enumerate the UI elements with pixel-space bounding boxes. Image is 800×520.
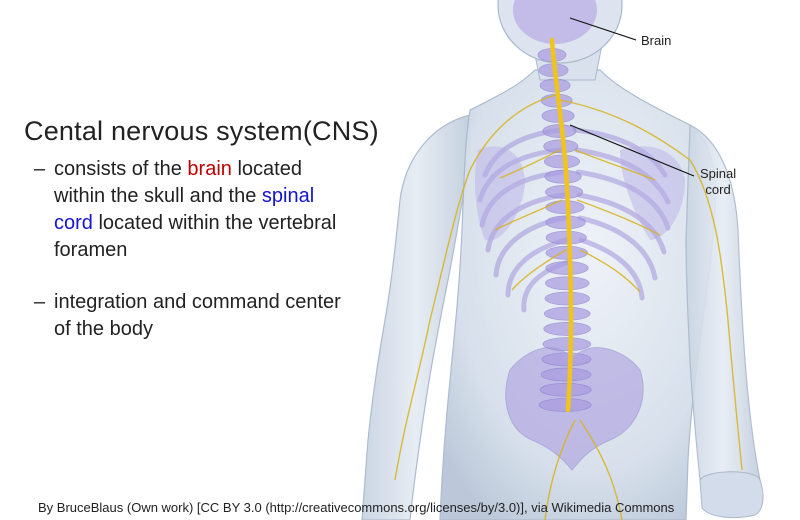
- bullet-dash: –: [34, 158, 46, 180]
- scapula-right: [620, 146, 685, 240]
- vertebra: [544, 169, 582, 184]
- vertebra: [545, 261, 589, 275]
- spinal-cord-label-line2: cord: [705, 182, 731, 197]
- bullet-cns-composition: – consists of the brain located within t…: [34, 156, 364, 266]
- vertebra: [545, 245, 588, 260]
- spinal-cord-leader-line: [569, 124, 695, 177]
- bullet-text-start: consists of the: [54, 158, 188, 180]
- bullet-dash: –: [34, 291, 46, 313]
- spinal-cord-highlight: spinal cord: [54, 185, 315, 234]
- brain-shape: [513, 0, 597, 44]
- vertebra: [541, 352, 592, 367]
- vertebra: [543, 322, 591, 336]
- brain-label: Brain: [641, 33, 672, 48]
- spinal-cord: [549, 37, 574, 413]
- scapula-left: [474, 146, 525, 241]
- spinal-cord-label-line1: Spinal: [700, 166, 737, 181]
- vertebra: [539, 382, 592, 397]
- image-credit: By BruceBlaus (Own work) [CC BY 3.0 (htt…: [38, 500, 675, 515]
- vertebra: [545, 215, 586, 230]
- left-arm: [361, 114, 471, 520]
- vertebra: [543, 139, 579, 154]
- bullet-cns-function: – integration and command center of the …: [34, 289, 364, 345]
- brain-highlight: brain: [187, 158, 232, 180]
- vertebral-column: [537, 48, 592, 412]
- right-arm: [685, 124, 761, 481]
- bullet-text: consists of the brain located within the…: [54, 156, 354, 264]
- vertebra: [545, 230, 587, 245]
- vertebra: [543, 154, 581, 169]
- bullet-text-end: located within the vertebral foramen: [54, 212, 337, 261]
- vertebra: [544, 291, 591, 306]
- brain-leader-line: [569, 17, 637, 41]
- peripheral-nerves: [394, 94, 743, 520]
- bullet-text-middle: located within the skull and the: [54, 158, 302, 207]
- vertebra: [540, 367, 592, 382]
- vertebra: [545, 200, 585, 215]
- vertebra: [545, 276, 590, 291]
- right-hand: [699, 471, 764, 519]
- vertebra: [543, 306, 591, 321]
- page-title: Cental nervous system(CNS): [24, 116, 379, 146]
- bullet-text: integration and command center of the bo…: [54, 291, 341, 340]
- vertebra: [538, 398, 592, 412]
- spinal-cord-label: Spinal cord: [700, 166, 736, 198]
- vertebra: [544, 185, 584, 199]
- vertebra: [542, 337, 592, 352]
